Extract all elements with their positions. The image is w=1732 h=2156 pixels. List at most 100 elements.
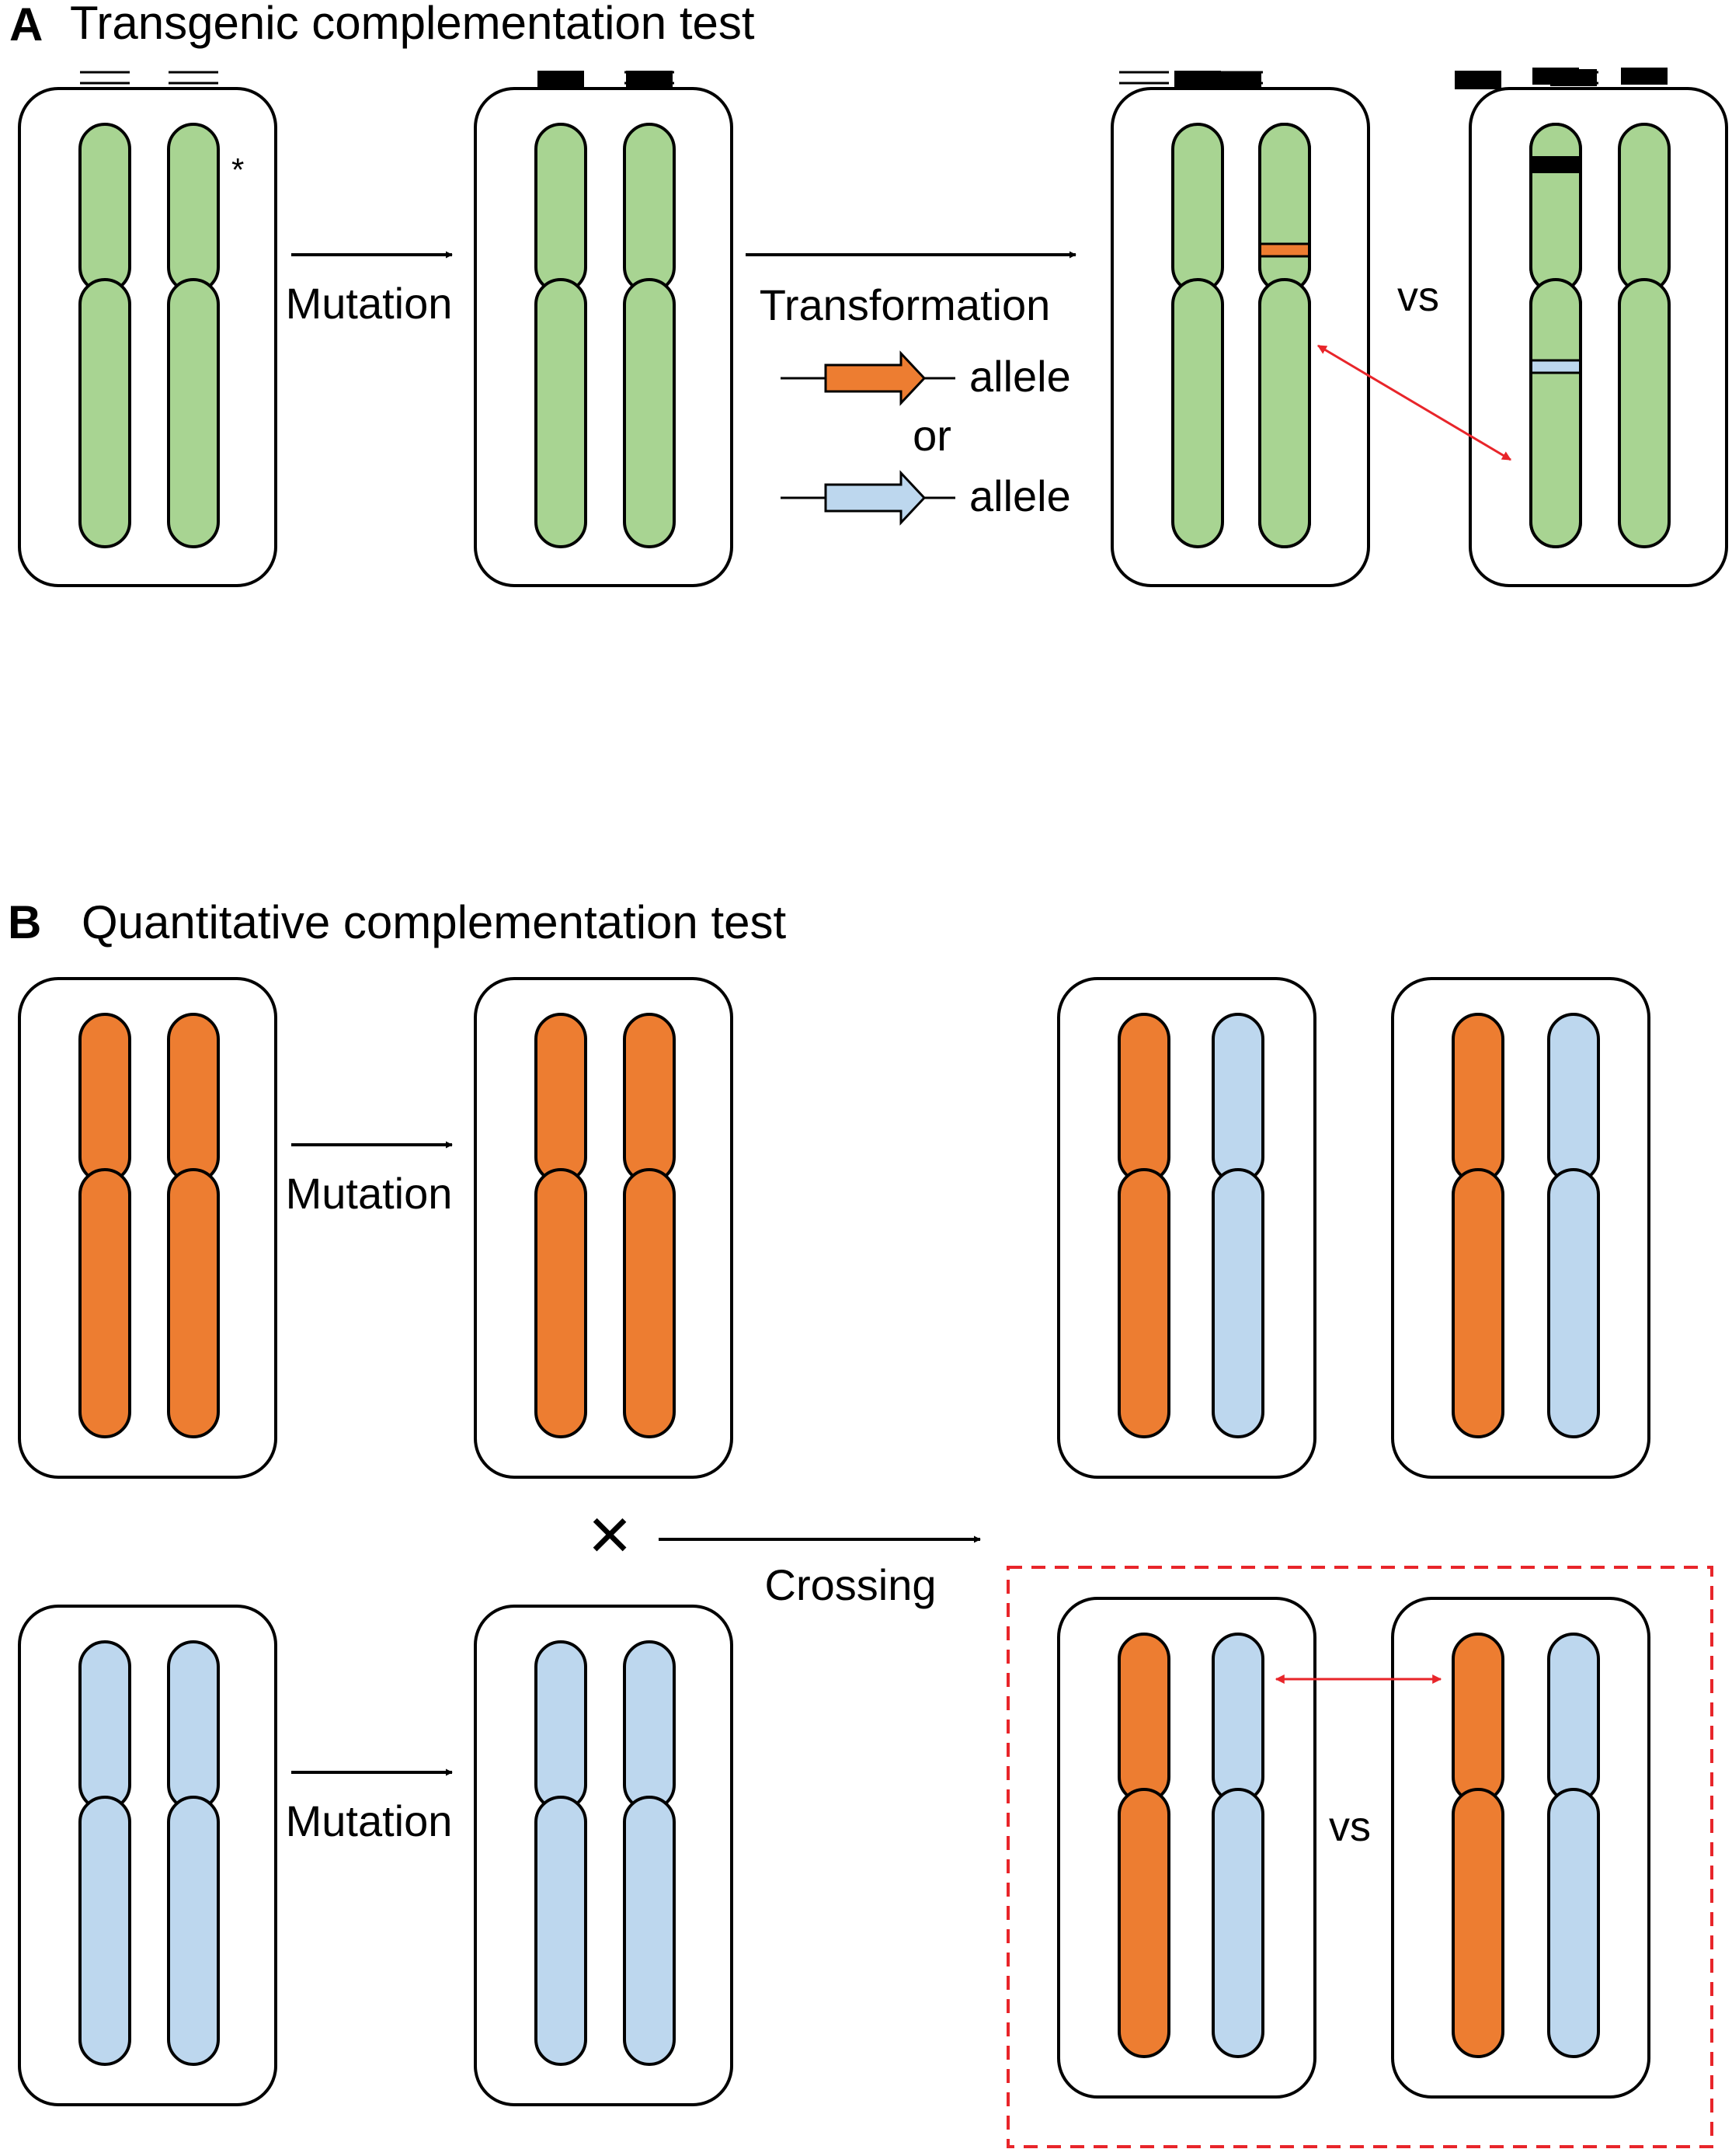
chromosome-upper-arm (1452, 1633, 1504, 1803)
chromosome-lower-arm (1529, 278, 1582, 548)
chromosome (1212, 71, 1264, 1438)
chromosome-upper-arm (534, 123, 587, 294)
cell-outline (1111, 87, 1370, 587)
chromosome-upper-arm (1547, 1633, 1600, 1803)
mutation-band (1215, 72, 1261, 89)
chromosome-upper-arm (78, 1013, 131, 1184)
cell-outline (18, 977, 277, 1479)
chromosome (534, 71, 587, 2066)
mutation-band (537, 71, 584, 88)
chromosome (167, 71, 220, 548)
panel-a-letter: A (9, 0, 43, 50)
chromosome-upper-arm (78, 1640, 131, 1811)
cell-outline (1057, 1597, 1316, 2099)
chromosome-upper-arm (1529, 123, 1582, 294)
transformation-label: Transformation (760, 280, 1051, 329)
transgene-band (1260, 242, 1309, 258)
chromosome-lower-arm (1212, 1168, 1264, 1438)
chromosome-upper-arm (623, 1640, 676, 1811)
mutation-band (1455, 72, 1501, 89)
chromosome-upper-arm (623, 1013, 676, 1184)
chromosome (623, 71, 676, 1438)
chromosome (78, 71, 131, 2066)
panel-b-title: Quantitative complementation test (82, 896, 786, 948)
cell-box-blue-mutant (474, 71, 733, 2106)
mutation-label: Mutation (286, 279, 453, 328)
chromosome (167, 71, 220, 1438)
cell-box-mutant (474, 71, 733, 587)
chromosome-upper-arm (534, 1013, 587, 1184)
cell-box-f1-wild-type (1057, 71, 1316, 1479)
chromosome-lower-arm (534, 1168, 587, 1438)
allele-locus-band (1119, 71, 1169, 85)
blue-allele-arrow-icon (781, 470, 955, 526)
allele-locus-band (80, 71, 130, 85)
chromosome-lower-arm (1618, 278, 1671, 548)
panel-b-letter: B (8, 896, 41, 948)
mutation-band (1532, 156, 1579, 173)
cell-box-f1-orange-mutant (1391, 71, 1650, 2099)
cell-outline (1391, 1597, 1650, 2099)
mutation-band (1174, 71, 1221, 88)
chromosome-upper-arm (623, 123, 676, 294)
chromosome (1547, 69, 1600, 1438)
chromosome (1171, 71, 1224, 548)
orange-allele-arrow-icon (781, 350, 955, 406)
allele-locus-band (80, 71, 130, 85)
chromosome-lower-arm (167, 278, 220, 548)
chromosome-lower-arm (623, 278, 676, 548)
mutation-label-bottom: Mutation (286, 1796, 453, 1845)
cell-box-f1-blue-mutant (1057, 71, 1316, 2099)
chromosome (1618, 68, 1671, 548)
chromosome-lower-arm (1118, 1168, 1170, 1438)
allele-locus-band (169, 71, 218, 85)
chromosome (1212, 72, 1264, 2058)
cell-outline (1391, 977, 1650, 1479)
cell-box-orange-mutant (474, 71, 733, 1479)
chromosome (78, 71, 131, 1438)
chromosome-lower-arm (78, 1796, 131, 2066)
chromosome-lower-arm (167, 1796, 220, 2066)
cell-outline (1469, 87, 1728, 587)
asterisk-marker: * (231, 151, 244, 188)
cell-box-orange-wild-type (18, 71, 277, 1479)
chromosome-lower-arm (1452, 1168, 1504, 1438)
allele-locus-band (1119, 71, 1169, 85)
chromosome-lower-arm (623, 1168, 676, 1438)
cell-outline (474, 87, 733, 587)
chromosome-upper-arm (1452, 1013, 1504, 1184)
vs-label-a: vs (1397, 273, 1439, 320)
chromosome-lower-arm (1212, 1788, 1264, 2058)
allele-locus-band (1549, 71, 1598, 85)
chromosome (1452, 72, 1504, 2058)
chromosome-lower-arm (167, 1168, 220, 1438)
allele-label-blue: allele (969, 471, 1071, 520)
crossing-label: Crossing (765, 1560, 937, 1609)
chromosome (534, 71, 587, 1438)
chromosome (1529, 123, 1582, 548)
chromosome (623, 71, 676, 2066)
cell-outline (474, 977, 733, 1479)
cell-box-transgenic-orange (1111, 71, 1370, 587)
chromosome-lower-arm (1258, 278, 1311, 548)
chromosome-lower-arm (623, 1796, 676, 2066)
chromosome-upper-arm (1547, 1013, 1600, 1184)
chromosome-lower-arm (1171, 278, 1224, 548)
chromosome-upper-arm (1212, 1633, 1264, 1803)
chromosome-upper-arm (167, 123, 220, 294)
chromosome-upper-arm (534, 1640, 587, 1811)
chromosome-upper-arm (1618, 123, 1671, 294)
chromosome-lower-arm (1118, 1788, 1170, 2058)
cell-outline (474, 1605, 733, 2106)
panel-a-title: Transgenic complementation test (70, 0, 755, 49)
cross-symbol-icon: × (588, 1493, 631, 1576)
allele-label-orange: allele (969, 352, 1071, 401)
chromosome-upper-arm (1171, 123, 1224, 294)
panel-a: A Transgenic complementation test * Muta… (9, 0, 1728, 587)
chromosome-lower-arm (78, 1168, 131, 1438)
chromosome-lower-arm (1452, 1788, 1504, 2058)
chromosome-upper-arm (1212, 1013, 1264, 1184)
allele-locus-band (624, 71, 674, 85)
cell-box-wild-type (18, 71, 277, 587)
